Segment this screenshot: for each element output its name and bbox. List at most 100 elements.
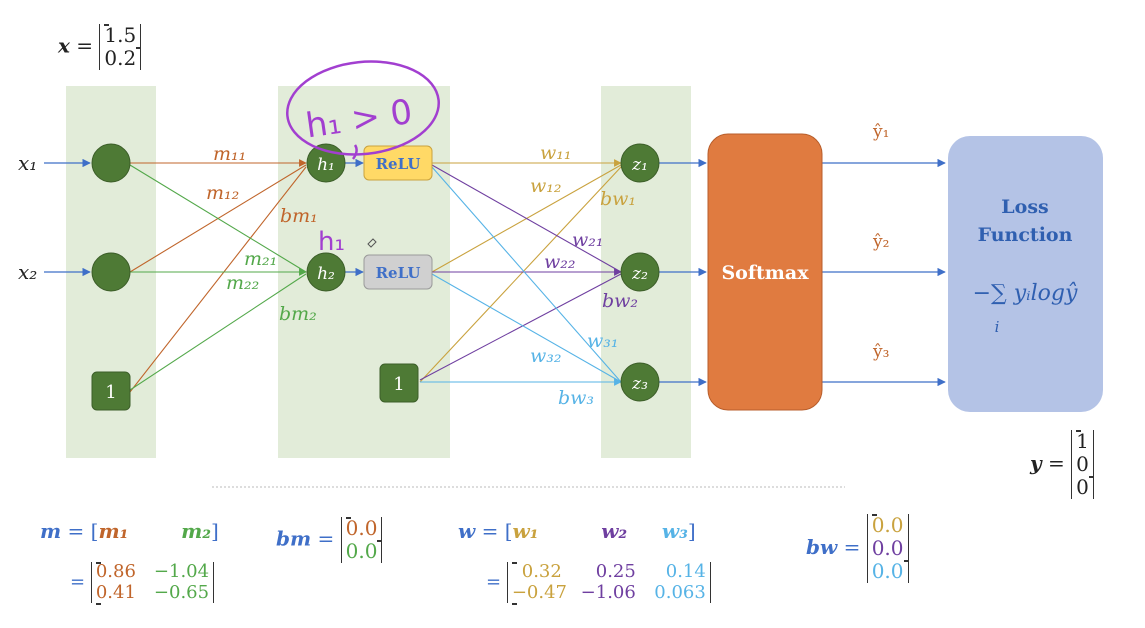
x-vector-equation: x = 1.5 0.2: [58, 23, 142, 70]
loss-title-line1: Loss: [1001, 196, 1048, 218]
label-w12: w₁₂: [530, 175, 562, 197]
loss-formula: −∑ yᵢlogŷ: [973, 281, 1078, 306]
label-m12: m₁₂: [206, 182, 239, 204]
label-bw2: bw₂: [602, 290, 638, 312]
y-vector-matrix: 1 0 0: [1071, 430, 1094, 499]
label-w31: w₃₁: [587, 330, 619, 352]
y-value-1: 1: [1076, 429, 1089, 453]
label-bm1: bm₁: [280, 205, 318, 227]
edge-w21: [431, 164, 622, 273]
x-value-1: 1.5: [104, 23, 137, 47]
loss-sum-index: i: [995, 318, 1000, 336]
m-values: = 0.86−1.04 0.41−0.65: [70, 561, 215, 606]
edge-m21: [129, 164, 307, 273]
input-bias-label: 1: [105, 382, 116, 403]
x-vector-matrix: 1.5 0.2: [99, 23, 142, 70]
bm-value-1: 0.0: [345, 516, 378, 540]
edge-w31: [431, 166, 622, 383]
input-node-2: [91, 252, 131, 292]
w-label: w: [458, 519, 476, 543]
edge-w32: [431, 273, 622, 383]
m-r2c2: −0.65: [153, 581, 210, 603]
prediction-y1: ŷ₁: [872, 122, 889, 142]
w-col-2: w₂: [601, 519, 628, 543]
m-col-1: m₁: [98, 519, 129, 543]
bm-equation: bm = 0.0 0.0: [276, 516, 383, 563]
output-node-z1-label: z₁: [631, 155, 648, 175]
output-node-z3: [620, 362, 660, 402]
output-node-z1: [620, 143, 660, 183]
bm-value-2: 0.0: [345, 539, 378, 563]
y-vector-label: y: [1030, 451, 1042, 475]
relu-box-2: [363, 254, 433, 290]
w-r2c3: 0.063: [654, 581, 706, 603]
label-m11: m₁₁: [213, 143, 246, 165]
prediction-y2: ŷ₂: [872, 232, 889, 252]
y-value-2: 0: [1076, 452, 1089, 476]
label-w22: w₂₂: [544, 251, 576, 273]
y-vector-equation: y = 1 0 0: [1030, 430, 1094, 499]
w-col-1: w₁: [512, 519, 539, 543]
hidden-node-h1-label: h₁: [317, 155, 335, 175]
w-col-3: w₃: [661, 519, 688, 543]
bw-value-1: 0.0: [871, 513, 904, 537]
softmax-label: Softmax: [721, 262, 809, 284]
m-equation: m = [m₁ m₂]: [40, 519, 219, 543]
bm-label: bm: [276, 526, 312, 551]
hidden-node-h2: [306, 252, 346, 292]
input-label-x1: x₁: [18, 151, 37, 175]
input-node-1: [91, 143, 131, 183]
edge-bm1: [129, 166, 307, 393]
x-vector-label: x: [58, 33, 70, 58]
w-equation: w = [w₁ w₂ w₃]: [458, 519, 696, 543]
output-node-z3-label: z₃: [631, 374, 648, 394]
w-r2c2: −1.06: [580, 581, 636, 603]
loss-function-box: [948, 136, 1103, 412]
w-r1c2: 0.25: [595, 561, 636, 582]
label-m22: m₂₂: [226, 272, 259, 294]
relu-box-2-label: ReLU: [376, 264, 421, 282]
bw-value-2: 0.0: [871, 536, 904, 560]
bw-matrix: 0.0 0.0 0.0: [866, 513, 909, 583]
hidden-node-h2-label: h₂: [317, 264, 335, 284]
label-w21: w₂₁: [572, 229, 604, 251]
bw-label: bw: [806, 535, 838, 559]
m-r1c2: −1.04: [153, 561, 210, 582]
m-r1c1: 0.86: [95, 561, 136, 582]
input-bias-node: [91, 371, 131, 411]
m-values-matrix: 0.86 −1.04 0.41 −0.65: [90, 561, 215, 606]
label-w32: w₃₂: [530, 345, 562, 367]
bw-equation: bw = 0.0 0.0 0.0: [806, 514, 909, 583]
label-m21: m₂₁: [244, 248, 277, 270]
edge-bw1: [419, 166, 622, 383]
m-label: m: [40, 519, 62, 543]
m-r2c1: 0.41: [95, 581, 136, 603]
pencil-icon: [367, 238, 377, 248]
output-node-z2: [620, 252, 660, 292]
hidden-bias-node: [379, 363, 419, 403]
handwritten-h1: h₁: [318, 227, 345, 257]
label-bw3: bw₃: [558, 387, 594, 409]
m-col-2: m₂: [181, 519, 212, 543]
label-w11: w₁₁: [540, 142, 572, 164]
edge-bm2: [129, 273, 307, 391]
relu-box-1-label: ReLU: [376, 155, 421, 173]
input-label-x2: x₂: [18, 260, 37, 284]
x-value-2: 0.2: [104, 46, 137, 70]
label-bm2: bm₂: [279, 303, 317, 325]
handwritten-circle: [286, 60, 440, 156]
prediction-y3: ŷ₃: [872, 342, 889, 362]
bw-value-3: 0.0: [871, 559, 904, 583]
y-value-3: 0: [1076, 475, 1089, 499]
output-node-z2-label: z₂: [631, 264, 648, 284]
hidden-bias-label: 1: [393, 374, 404, 395]
w-r1c3: 0.14: [665, 561, 706, 582]
label-bw1: bw₁: [600, 188, 636, 210]
bm-matrix: 0.0 0.0: [340, 516, 383, 563]
edge-bw2: [419, 273, 622, 381]
handwritten-stroke: [351, 144, 358, 160]
w-r1c1: 0.32: [521, 561, 562, 582]
